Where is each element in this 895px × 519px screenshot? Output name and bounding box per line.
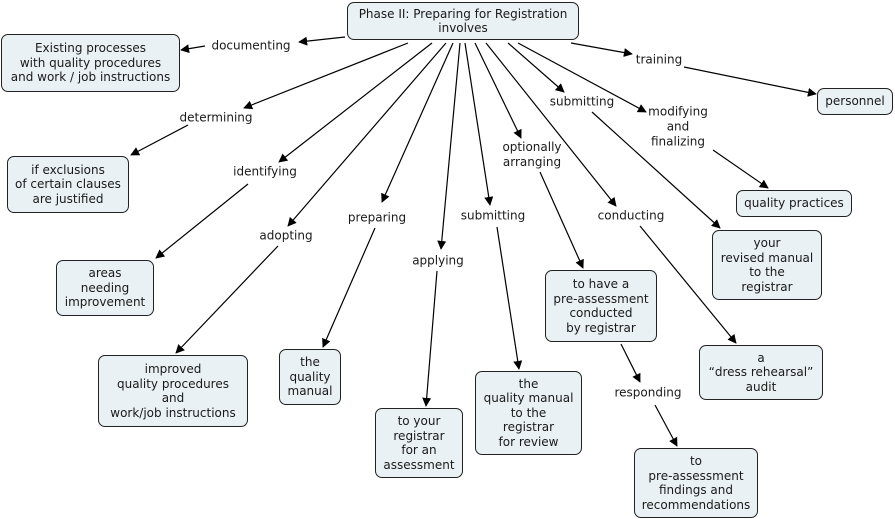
- link-determining[interactable]: determining: [179, 110, 253, 125]
- link-submitting-revised[interactable]: submitting: [549, 94, 615, 109]
- edge-conducting-to-target: [639, 225, 737, 344]
- concept-revised-manual[interactable]: your revised manual to the registrar: [712, 230, 822, 300]
- root-concept[interactable]: Phase II: Preparing for Registration inv…: [347, 2, 579, 40]
- concept-quality-manual[interactable]: the quality manual: [279, 349, 341, 405]
- concept-exclusions-justified[interactable]: if exclusions of certain clauses are jus…: [7, 156, 129, 213]
- edge-optionally-to-target: [539, 171, 584, 269]
- edge-training-to-label: [570, 42, 633, 57]
- edge-adopting-to-target: [175, 245, 279, 354]
- edge-applying-to-label: [437, 42, 461, 250]
- concept-pre-assessment[interactable]: to have a pre-assessment conducted by re…: [545, 270, 657, 342]
- edge-modifying-to-target: [712, 149, 769, 189]
- link-adopting[interactable]: adopting: [259, 228, 313, 243]
- concept-dress-rehearsal-audit[interactable]: a “dress rehearsal” audit: [699, 345, 823, 400]
- concept-personnel[interactable]: personnel: [817, 88, 893, 115]
- link-preparing[interactable]: preparing: [347, 210, 407, 225]
- edge-determining-to-target: [130, 124, 189, 156]
- concept-findings-recommendations[interactable]: to pre-assessment findings and recommend…: [634, 448, 758, 518]
- edge-preparing-to-target: [322, 227, 376, 348]
- link-responding[interactable]: responding: [614, 385, 682, 400]
- concept-manual-for-review[interactable]: the quality manual to the registrar for …: [475, 371, 582, 455]
- edge-submitting1-to-target: [496, 226, 523, 370]
- edge-submitting2-to-target: [591, 111, 721, 229]
- edge-identifying-to-label: [278, 42, 433, 163]
- link-applying[interactable]: applying: [412, 253, 464, 268]
- concept-quality-practices[interactable]: quality practices: [736, 190, 852, 217]
- edge-submitting1-to-label: [464, 42, 494, 206]
- edge-documenting-to-label: [298, 36, 346, 46]
- concept-to-registrar-assessment[interactable]: to your registrar for an assessment: [375, 408, 463, 478]
- link-training[interactable]: training: [635, 52, 683, 67]
- link-documenting[interactable]: documenting: [211, 38, 291, 53]
- edge-training-to-target: [683, 66, 817, 97]
- concept-existing-processes[interactable]: Existing processes with quality procedur…: [1, 34, 180, 92]
- edge-determining-to-label: [243, 42, 409, 110]
- edge-preparing-to-label: [381, 42, 454, 203]
- concept-improved-procedures[interactable]: improved quality procedures and work/job…: [98, 355, 248, 427]
- edge-optionally-to-label: [474, 42, 522, 139]
- edge-submitting2-to-label: [507, 42, 565, 93]
- edge-documenting-to-target: [180, 44, 206, 54]
- edge-responding-to-target: [654, 404, 678, 447]
- link-identifying[interactable]: identifying: [233, 164, 297, 179]
- link-conducting[interactable]: conducting: [597, 208, 665, 223]
- edge-adopting-to-label: [287, 42, 447, 227]
- link-modifying-finalizing[interactable]: modifying and finalizing: [648, 104, 708, 149]
- edge-modifying-to-label: [517, 42, 647, 113]
- concept-areas-needing-improvement[interactable]: areas needing improvement: [56, 260, 154, 316]
- link-optionally-arranging[interactable]: optionally arranging: [502, 140, 562, 169]
- link-submitting-manual[interactable]: submitting: [460, 208, 526, 223]
- edge-applying-to-target: [422, 270, 438, 407]
- edge-responding-to-label: [620, 343, 641, 383]
- edge-conducting-to-label: [485, 42, 617, 207]
- edge-identifying-to-target: [155, 183, 249, 259]
